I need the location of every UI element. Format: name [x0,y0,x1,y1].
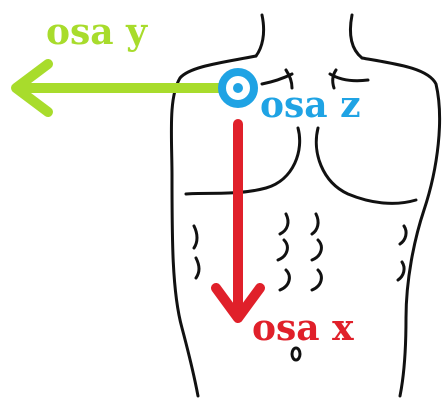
z-axis-label: osa z [260,84,361,126]
right-clavicle [330,74,368,81]
x-axis-label: osa x [252,307,354,349]
abs-line-4 [312,240,321,260]
side-stroke-left-1 [194,226,197,248]
abs-line-5 [280,270,289,290]
z-axis-symbol [222,72,254,104]
side-stroke-left-2 [196,258,199,278]
side-stroke-right-1 [400,226,406,244]
abs-line-6 [312,270,321,290]
neck-left-line [256,15,264,56]
y-axis-label: osa y [46,11,148,53]
right-shoulder-side [362,58,440,396]
right-pectoral [316,128,416,203]
side-stroke-right-2 [398,262,404,280]
x-axis-arrow [216,124,260,318]
neck-right-line [350,15,362,58]
z-axis-center-dot [233,83,243,93]
navel [292,348,300,360]
abs-line-2 [312,214,318,234]
abs-line-1 [280,214,288,234]
abs-line-3 [278,240,287,260]
